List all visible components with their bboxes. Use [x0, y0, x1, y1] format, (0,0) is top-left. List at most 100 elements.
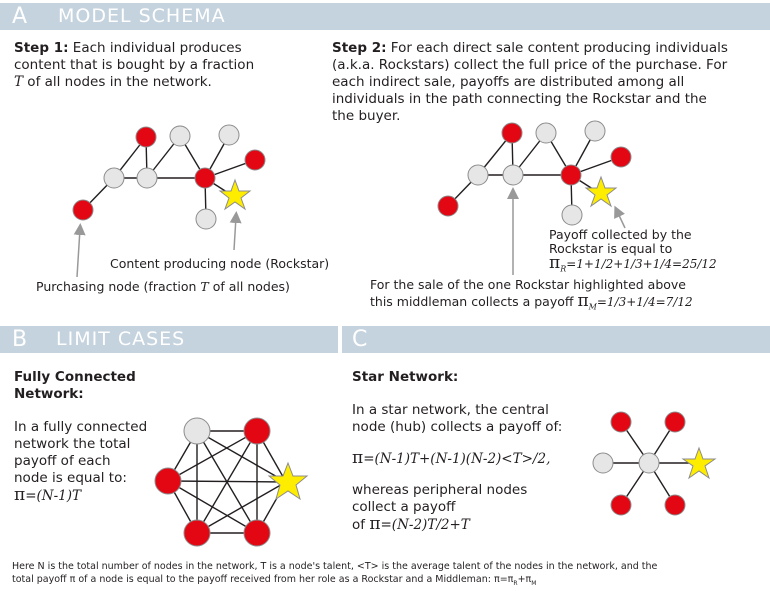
diagram-a1-nodes [72, 124, 266, 230]
footnote-sub-r: R [513, 579, 518, 587]
pi-symbol: π [577, 291, 589, 311]
node [218, 124, 240, 146]
fully-l1: In a fully connected [14, 419, 148, 435]
node [610, 411, 632, 433]
fully-heading: Fully Connected Network: [14, 369, 136, 402]
footnote: Here N is the total number of nodes in t… [12, 560, 762, 590]
rockstar-star-icon [584, 175, 618, 208]
middleman-node [502, 164, 524, 186]
node [592, 452, 614, 474]
pi-m-eq: =1/3+1/4=7/12 [596, 295, 693, 309]
purch-T: T [200, 279, 209, 294]
node [467, 164, 489, 186]
purchasing-node [72, 199, 94, 221]
middle-line1: For the sale of the one Rockstar highlig… [370, 277, 686, 292]
purch-post: of all nodes) [208, 279, 290, 294]
step1-text: Step 1: Each individual produces content… [14, 40, 314, 91]
star-pi2: π [369, 514, 381, 534]
pi-m-sub: M [588, 302, 597, 312]
hub-node [638, 452, 660, 474]
step2-line3: each indirect sale, payoffs are distribu… [332, 74, 685, 90]
fully-l4: node is equal to: [14, 470, 127, 486]
step2-line1: For each direct sale content producing i… [386, 40, 728, 56]
fully-connected-edges [167, 430, 287, 534]
step1-T: T [14, 74, 24, 90]
node [664, 411, 686, 433]
node [183, 417, 211, 445]
section-b-letter: B [12, 327, 28, 352]
node [135, 126, 157, 148]
step2-line5: the buyer. [332, 108, 401, 124]
section-a-letter: A [12, 4, 28, 29]
rockstar-star-icon [218, 178, 252, 211]
step1-heading: Step 1: [14, 40, 69, 56]
fully-connected-nodes [154, 417, 271, 547]
section-b-title: LIMIT CASES [56, 328, 186, 350]
star-l2: node (hub) collects a payoff of: [352, 419, 563, 435]
step2-line2: (a.k.a. Rockstars) collect the full pric… [332, 57, 728, 73]
node [584, 120, 606, 142]
payoff-line2: Rockstar is equal to [549, 241, 673, 256]
node [610, 494, 632, 516]
pi-symbol: π [549, 253, 561, 273]
pi-r-sub: R [560, 264, 567, 274]
node [561, 204, 583, 226]
arrow-to-purchaser [73, 223, 86, 278]
step2-line4: individuals in the path connecting the R… [332, 91, 707, 107]
pi-r-eq: =1+1/2+1/3+1/4=25/12 [566, 257, 717, 271]
section-c-band: C [342, 326, 770, 353]
star-l3: whereas peripheral nodes [352, 482, 528, 498]
payoff-line1: Payoff collected by the [549, 227, 692, 242]
content-node-label: Content producing node (Rockstar) [110, 256, 330, 271]
fully-l3: payoff of each [14, 453, 111, 469]
step1-line2: content that is bought by a fraction [14, 57, 255, 73]
node [243, 519, 271, 547]
node [103, 167, 125, 189]
arrow-to-rockstar [229, 211, 242, 251]
diagram-a2-nodes [437, 120, 632, 226]
node [664, 494, 686, 516]
star-l4: collect a payoff [352, 499, 456, 515]
star-l5: of [352, 517, 370, 533]
footnote-plus: +π [517, 574, 532, 585]
arrow-to-rockstar-2 [614, 205, 626, 229]
node [136, 167, 158, 189]
node [610, 146, 632, 168]
middle-line2: this middleman collects a payoff [370, 294, 578, 309]
section-a-band: A MODEL SCHEMA [0, 3, 770, 30]
node [194, 167, 216, 189]
footnote-line1: Here N is the total number of nodes in t… [12, 561, 658, 572]
payoff-label: Payoff collected by the Rockstar is equa… [549, 228, 717, 277]
fully-connected-text: Fully Connected Network: In a fully conn… [14, 369, 184, 505]
footnote-line2: total payoff π of a node is equal to the… [12, 574, 514, 585]
rockstar-star-icon [267, 461, 309, 501]
node [183, 519, 211, 547]
footnote-sub-m: M [531, 579, 537, 587]
node [169, 125, 191, 147]
step2-heading: Step 2: [332, 40, 387, 56]
fully-eq: =(N-1)T [25, 488, 82, 504]
star-heading: Star Network: [352, 369, 459, 385]
star-network-nodes [592, 411, 686, 516]
star-eq: =(N-1)T+(N-1)(N-2)<T>/2, [363, 451, 551, 467]
node [244, 149, 266, 171]
node [243, 417, 271, 445]
middleman-label: For the sale of the one Rockstar highlig… [370, 277, 693, 316]
fully-l2: network the total [14, 436, 131, 452]
purchasing-node-label: Purchasing node (fraction T of all nodes… [36, 278, 290, 295]
rockstar-star-icon [681, 446, 717, 480]
node [195, 208, 217, 230]
node [501, 122, 523, 144]
star-l1: In a star network, the central [352, 402, 549, 418]
step1-line3: of all nodes in the network. [23, 74, 212, 90]
step2-text: Step 2: For each direct sale content pro… [332, 40, 762, 125]
fully-pi: π [14, 485, 26, 505]
node [560, 164, 582, 186]
node [535, 122, 557, 144]
star-network-text: Star Network: In a star network, the cen… [352, 369, 592, 534]
purch-pre: Purchasing node (fraction [36, 279, 201, 294]
node [154, 467, 182, 495]
node [437, 195, 459, 217]
section-b-band: B LIMIT CASES [0, 326, 338, 353]
